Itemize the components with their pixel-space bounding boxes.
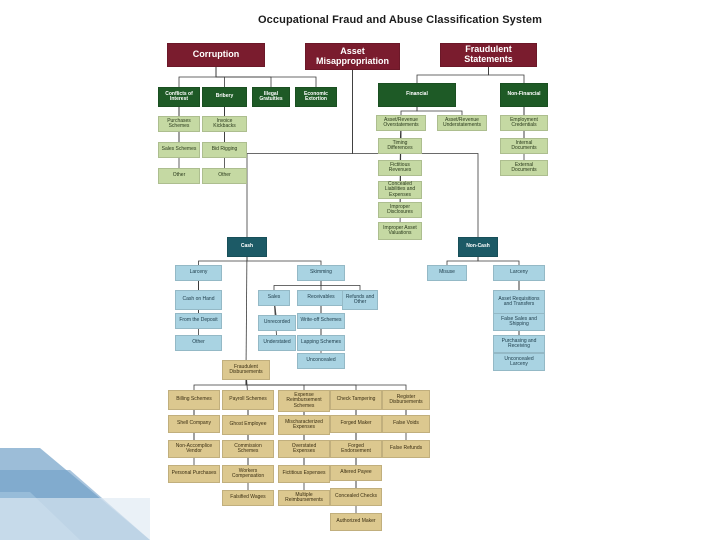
- node-sales-schemes: Sales Schemes: [158, 142, 200, 158]
- node-external-documents: External Documents: [500, 160, 548, 176]
- node-cash-on-hand: Cash on Hand: [175, 290, 222, 310]
- node-fraudulent-statements: Fraudulent Statements: [440, 43, 537, 67]
- node-non-financial: Non-Financial: [500, 83, 548, 107]
- node-shell-company: Shell Company: [168, 415, 220, 433]
- corner-band: [0, 498, 150, 540]
- node-false-sales: False Sales and Shipping: [493, 313, 545, 331]
- node-forged-maker: Forged Maker: [330, 415, 382, 433]
- node-conflicts-of-interest: Conflicts of Interest: [158, 87, 200, 107]
- node-receivables: Receivables: [297, 290, 345, 306]
- node-forged-endorsement: Forged Endorsement: [330, 440, 382, 458]
- diagram-title: Occupational Fraud and Abuse Classificat…: [258, 14, 542, 26]
- node-authorized-maker: Authorized Maker: [330, 513, 382, 531]
- node-purchasing-receiving: Purchasing and Receiving: [493, 335, 545, 353]
- node-altered-payee: Altered Payee: [330, 465, 382, 481]
- node-corruption: Corruption: [167, 43, 265, 67]
- node-asset-understatements: Asset/Revenue Understatements: [437, 115, 487, 131]
- node-falsified-wages: Falsified Wages: [222, 490, 274, 506]
- node-cash-larceny: Larceny: [175, 265, 222, 281]
- node-expense-reimbursement: Expense Reimbursement Schemes: [278, 390, 330, 412]
- node-ghost-employee: Ghost Employee: [222, 415, 274, 435]
- node-financial: Financial: [378, 83, 456, 107]
- node-mischaracterized-expenses: Mischaracterized Expenses: [278, 415, 330, 435]
- node-fictitious-expenses: Fictitious Expenses: [278, 465, 330, 483]
- node-internal-documents: Internal Documents: [500, 138, 548, 154]
- node-misuse: Misuse: [427, 265, 467, 281]
- node-write-off-schemes: Write-off Schemes: [297, 313, 345, 329]
- node-fraudulent-disbursements: Fraudulent Disbursements: [222, 360, 270, 380]
- node-illegal-gratuities: Illegal Gratuities: [252, 87, 290, 107]
- node-bribery-other: Other: [202, 168, 247, 184]
- node-fictitious-revenues: Fictitious Revenues: [378, 160, 422, 176]
- node-workers-compensation: Workers Compensation: [222, 465, 274, 483]
- node-non-accomplice-vendor: Non-Accomplice Vendor: [168, 440, 220, 458]
- node-refunds-other: Refunds and Other: [342, 290, 378, 310]
- node-unconcealed: Unconcealed: [297, 353, 345, 369]
- node-economic-extortion: Economic Extortion: [295, 87, 337, 107]
- node-billing-schemes: Billing Schemes: [168, 390, 220, 410]
- connector-cash-to-fraudulent_disbursements: [245, 246, 248, 371]
- node-concealed-liabilities: Concealed Liabilities and Expenses: [378, 181, 422, 199]
- node-understated: Understated: [258, 335, 296, 351]
- node-cash: Cash: [227, 237, 267, 257]
- node-register-disbursements: Register Disbursements: [382, 390, 430, 410]
- node-multiple-reimbursements: Multiple Reimbursements: [278, 490, 330, 506]
- node-asset-requisitions: Asset Requisitions and Transfers: [493, 290, 545, 314]
- node-invoice-kickbacks: Invoice Kickbacks: [202, 116, 247, 132]
- node-lapping-schemes: Lapping Schemes: [297, 335, 345, 351]
- node-noncash-larceny: Larceny: [493, 265, 545, 281]
- node-timing-differences: Timing Differences: [378, 138, 422, 154]
- node-commission-schemes: Commission Schemes: [222, 440, 274, 458]
- node-purchases-schemes: Purchases Schemes: [158, 116, 200, 132]
- node-sales: Sales: [258, 290, 290, 306]
- node-asset-overstatements: Asset/Revenue Overstatements: [376, 115, 426, 131]
- node-false-refunds: False Refunds: [382, 440, 430, 458]
- node-employment-credentials: Employment Credentials: [500, 115, 548, 131]
- node-asset-misappropriation: Asset Misappropriation: [305, 43, 400, 70]
- node-overstated-expenses: Overstated Expenses: [278, 440, 330, 458]
- node-payroll-schemes: Payroll Schemes: [222, 390, 274, 410]
- node-improper-asset-valuations: Improper Asset Valuations: [378, 222, 422, 240]
- node-coi-other: Other: [158, 168, 200, 184]
- node-from-deposit: From the Deposit: [175, 313, 222, 329]
- node-bribery: Bribery: [202, 87, 247, 107]
- node-larceny-other: Other: [175, 335, 222, 351]
- node-bid-rigging: Bid Rigging: [202, 142, 247, 158]
- node-skimming: Skimming: [297, 265, 345, 281]
- node-concealed-checks: Concealed Checks: [330, 488, 382, 506]
- node-unconcealed-larceny: Unconcealed Larceny: [493, 353, 545, 371]
- node-unrecorded: Unrecorded: [258, 315, 296, 331]
- node-non-cash: Non-Cash: [458, 237, 498, 257]
- node-personal-purchases: Personal Purchases: [168, 465, 220, 483]
- node-improper-disclosures: Improper Disclosures: [378, 202, 422, 218]
- node-check-tampering: Check Tampering: [330, 390, 382, 410]
- node-false-voids: False Voids: [382, 415, 430, 433]
- connector-asset_misappropriation-to-cash: [246, 56, 353, 247]
